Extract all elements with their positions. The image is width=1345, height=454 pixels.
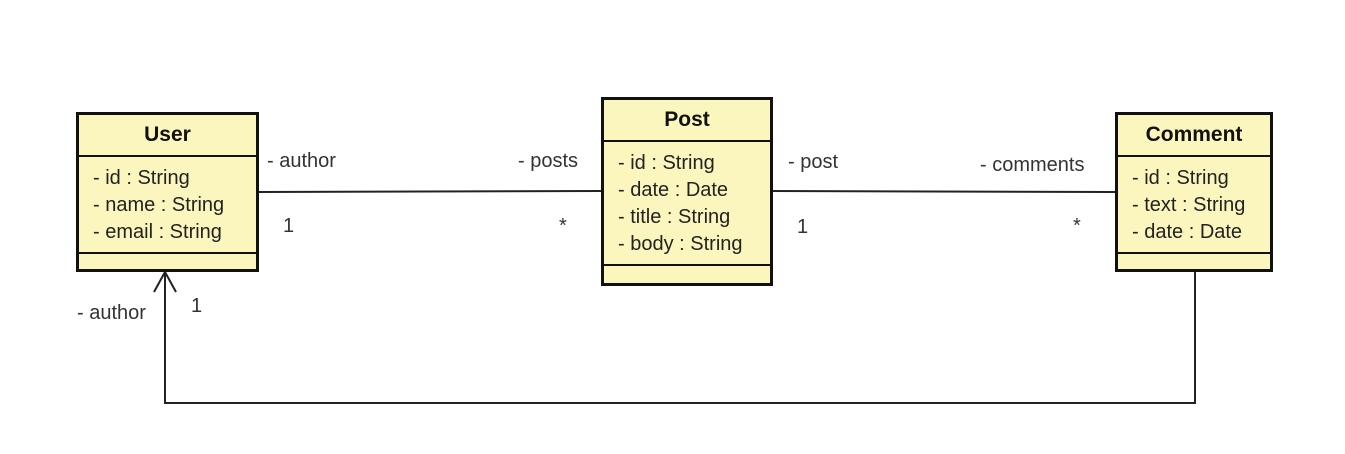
role-label-comments: - comments bbox=[980, 154, 1085, 176]
class-comment[interactable]: Comment - id : String - text : String - … bbox=[1115, 112, 1273, 272]
class-post-operations bbox=[604, 266, 770, 280]
class-post-attr-id: - id : String bbox=[618, 152, 715, 174]
class-post-attr-date: - date : Date bbox=[618, 179, 729, 201]
class-post-attr-title: - title : String bbox=[618, 206, 731, 228]
class-user-attr-name: - name : String bbox=[93, 194, 225, 216]
role-label-author-user-post: - author bbox=[267, 150, 336, 172]
association-user-post bbox=[257, 190, 602, 193]
role-label-posts: - posts bbox=[518, 150, 579, 172]
class-post-attr-body: - body : String bbox=[618, 233, 743, 255]
multiplicity-post-comment-comment: * bbox=[1073, 215, 1081, 237]
class-user-attr-email: - email : String bbox=[93, 221, 222, 243]
association-comment-user bbox=[164, 271, 1196, 404]
class-user-operations bbox=[79, 254, 256, 268]
multiplicity-post-comment-post: 1 bbox=[797, 216, 809, 238]
class-comment-attr-date: - date : Date bbox=[1132, 221, 1243, 243]
class-post-attributes: - id : String - date : Date - title : St… bbox=[604, 142, 770, 266]
association-post-comment bbox=[771, 190, 1116, 193]
class-user-attributes: - id : String - name : String - email : … bbox=[79, 157, 256, 254]
class-comment-attr-text: - text : String bbox=[1132, 194, 1246, 216]
class-post-name: Post bbox=[604, 100, 770, 142]
multiplicity-user-post-post: * bbox=[559, 215, 567, 237]
role-label-author-comment-user: - author bbox=[77, 302, 146, 324]
class-comment-attributes: - id : String - text : String - date : D… bbox=[1118, 157, 1270, 254]
class-comment-operations bbox=[1118, 254, 1270, 268]
class-user[interactable]: User - id : String - name : String - ema… bbox=[76, 112, 259, 272]
multiplicity-user-post-user: 1 bbox=[283, 215, 295, 237]
class-comment-name: Comment bbox=[1118, 115, 1270, 157]
multiplicity-comment-user: 1 bbox=[191, 295, 203, 317]
class-comment-attr-id: - id : String bbox=[1132, 167, 1229, 189]
navigability-arrow-icon bbox=[153, 269, 177, 293]
class-user-attr-id: - id : String bbox=[93, 167, 190, 189]
role-label-post: - post bbox=[788, 151, 839, 173]
class-user-name: User bbox=[79, 115, 256, 157]
class-post[interactable]: Post - id : String - date : Date - title… bbox=[601, 97, 773, 286]
